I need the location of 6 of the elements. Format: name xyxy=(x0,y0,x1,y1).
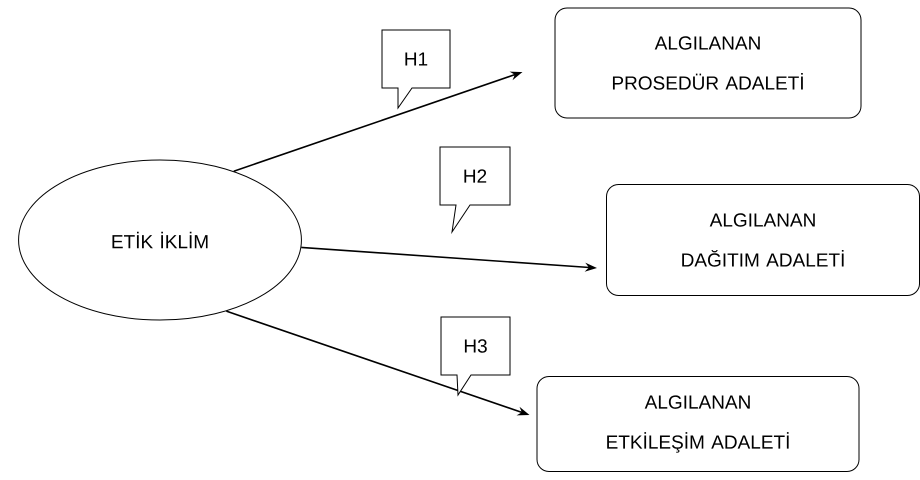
construct-box: ALGILANAN DAĞITIM ADALETİ xyxy=(606,184,920,296)
construct-box: ALGILANAN ETKİLEŞİM ADALETİ xyxy=(536,376,860,472)
callout-bubble: H3 xyxy=(440,316,510,397)
callout-bubble: H2 xyxy=(440,146,510,234)
callout-bubble: H1 xyxy=(382,30,450,110)
construct-box: ALGILANAN PROSEDÜR ADALETİ xyxy=(554,8,862,118)
